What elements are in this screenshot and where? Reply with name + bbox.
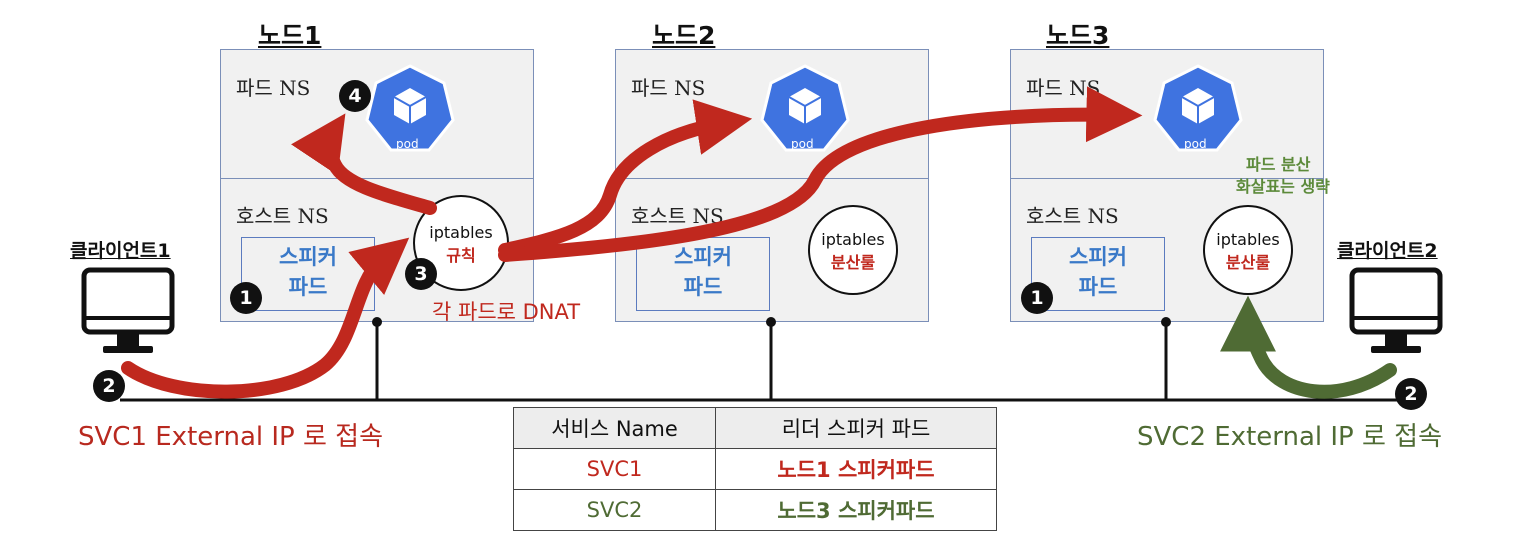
iptables-to-node2-pod-arrow [498, 99, 753, 257]
node2-title: 노드2 [652, 21, 716, 50]
node2-pod-ns-label: 파드 NS [631, 76, 706, 100]
network-bus [120, 317, 1400, 402]
node2-iptables-rule: iptables 분산룰 [808, 205, 898, 295]
node1-pod-label: pod [396, 137, 419, 151]
node3-pod-label: pod [1184, 137, 1207, 151]
pod-step-4-badge: 4 [339, 80, 371, 112]
table-row: SVC1 노드1 스피커파드 [513, 448, 997, 490]
table-cell-leader: 노드1 스피커파드 [715, 448, 997, 490]
node2-iptables-rule-label: 분산룰 [830, 253, 876, 272]
node3-iptables-rule: iptables 분산룰 [1203, 205, 1293, 295]
table-cell-service: SVC2 [513, 489, 716, 531]
client1-label: 클라이언트1 [70, 240, 171, 262]
node3-pod-namespace [1011, 50, 1323, 179]
iptables-to-node1-pod-arrow [291, 113, 437, 215]
client1-monitor-icon [81, 267, 175, 353]
node1-speaker-line1: 스피커 [279, 245, 337, 269]
client2-access-text: SVC2 External IP 로 접속 [1137, 422, 1443, 452]
client2-step-2-badge: 2 [1395, 378, 1427, 410]
client2-to-iptables-arrow [1220, 295, 1397, 399]
table-header-service: 서비스 Name [513, 407, 716, 449]
node1-pod-namespace [221, 50, 533, 179]
service-leader-table: 서비스 Name 리더 스피커 파드 SVC1 노드1 스피커파드 SVC2 노… [513, 407, 997, 531]
client2-monitor-icon [1349, 267, 1443, 353]
node2-speaker-line1: 스피커 [674, 245, 732, 269]
dnat-annotation: 각 파드로 DNAT [432, 300, 581, 324]
table-cell-service: SVC1 [513, 448, 716, 490]
omit-arrow-note: 파드 분산 화살표는 생략 [1236, 154, 1330, 198]
node3-speaker-line2: 파드 [1078, 275, 1118, 299]
node2-pod-icon [760, 64, 850, 152]
node3-iptables-label: iptables [1216, 230, 1280, 249]
node1-title: 노드1 [258, 21, 322, 50]
node2-iptables-label: iptables [821, 230, 885, 249]
omit-note-line1: 파드 분산 [1246, 155, 1311, 174]
table-header-leader: 리더 스피커 파드 [715, 407, 997, 449]
node1-iptables-rule-label: 규칙 [446, 246, 476, 265]
node1-host-ns-label: 호스트 NS [236, 204, 329, 228]
node1-speaker-line2: 파드 [288, 275, 328, 299]
node3-speaker-line1: 스피커 [1069, 245, 1127, 269]
node3-iptables-rule-label: 분산룰 [1225, 253, 1271, 272]
table-header-row: 서비스 Name 리더 스피커 파드 [513, 407, 997, 449]
node3-speaker-pod: 스피커 파드 [1031, 237, 1165, 311]
client1-step-2-badge: 2 [93, 370, 125, 402]
iptables-step-3-badge: 3 [405, 258, 437, 290]
node1-iptables-label: iptables [429, 223, 493, 242]
node2-pod-label: pod [791, 137, 814, 151]
table-row: SVC2 노드3 스피커파드 [513, 489, 997, 531]
node1-pod-ns-label: 파드 NS [236, 76, 311, 100]
node2-speaker-pod: 스피커 파드 [636, 237, 770, 311]
client2-label: 클라이언트2 [1337, 240, 1438, 262]
node1-step-1-badge: 1 [230, 282, 262, 314]
node3-pod-icon [1153, 64, 1243, 152]
node2-pod-namespace [616, 50, 928, 179]
node3-title: 노드3 [1046, 21, 1110, 50]
table-cell-leader: 노드3 스피커파드 [715, 489, 997, 531]
node3-host-ns-label: 호스트 NS [1026, 204, 1119, 228]
node1-pod-icon [365, 64, 455, 152]
omit-note-line2: 화살표는 생략 [1236, 177, 1330, 196]
iptables-to-node3-pod-arrow [498, 86, 1143, 262]
client1-to-iptables-arrow [121, 237, 410, 399]
node3-step-1-badge: 1 [1021, 282, 1053, 314]
client1-access-text: SVC1 External IP 로 접속 [78, 422, 384, 452]
node2-speaker-line2: 파드 [683, 275, 723, 299]
